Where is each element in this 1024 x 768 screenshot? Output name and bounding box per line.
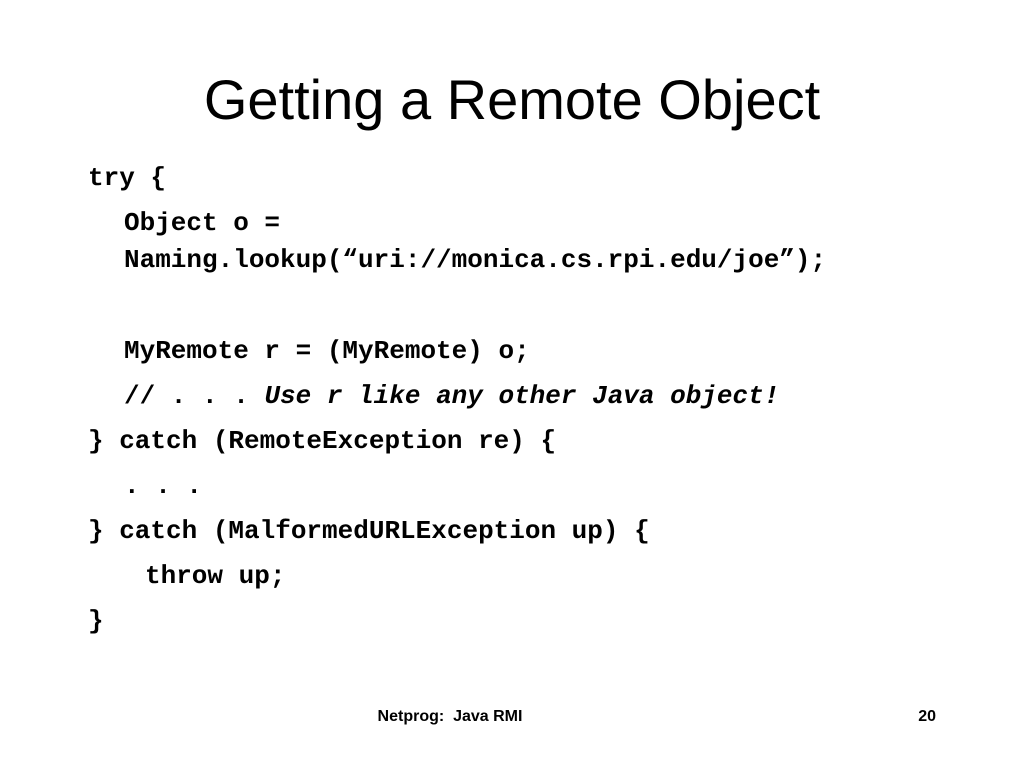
code-line-catch-remote-exception: } catch (RemoteException re) { xyxy=(88,426,557,456)
footer-label: Netprog: Java RMI xyxy=(377,708,523,725)
code-line-ellipsis: . . . xyxy=(124,471,203,501)
code-line-object-declaration: Object o = xyxy=(124,208,281,238)
code-line-naming-lookup: Naming.lookup(“uri://monica.cs.rpi.edu/j… xyxy=(124,245,827,275)
comment-prefix: // . . . xyxy=(124,381,265,411)
code-line-try: try { xyxy=(88,163,167,193)
code-line-catch-malformed-url: } catch (MalformedURLException up) { xyxy=(88,516,650,546)
comment-text: Use r like any other Java object! xyxy=(264,381,780,411)
page-number: 20 xyxy=(918,708,936,725)
slide-title: Getting a Remote Object xyxy=(203,68,821,131)
code-line-throw: throw up; xyxy=(145,561,286,591)
code-line-cast: MyRemote r = (MyRemote) o; xyxy=(124,336,530,366)
code-line-comment: // . . . Use r like any other Java objec… xyxy=(124,378,779,414)
code-line-closing-brace: } xyxy=(88,606,104,636)
